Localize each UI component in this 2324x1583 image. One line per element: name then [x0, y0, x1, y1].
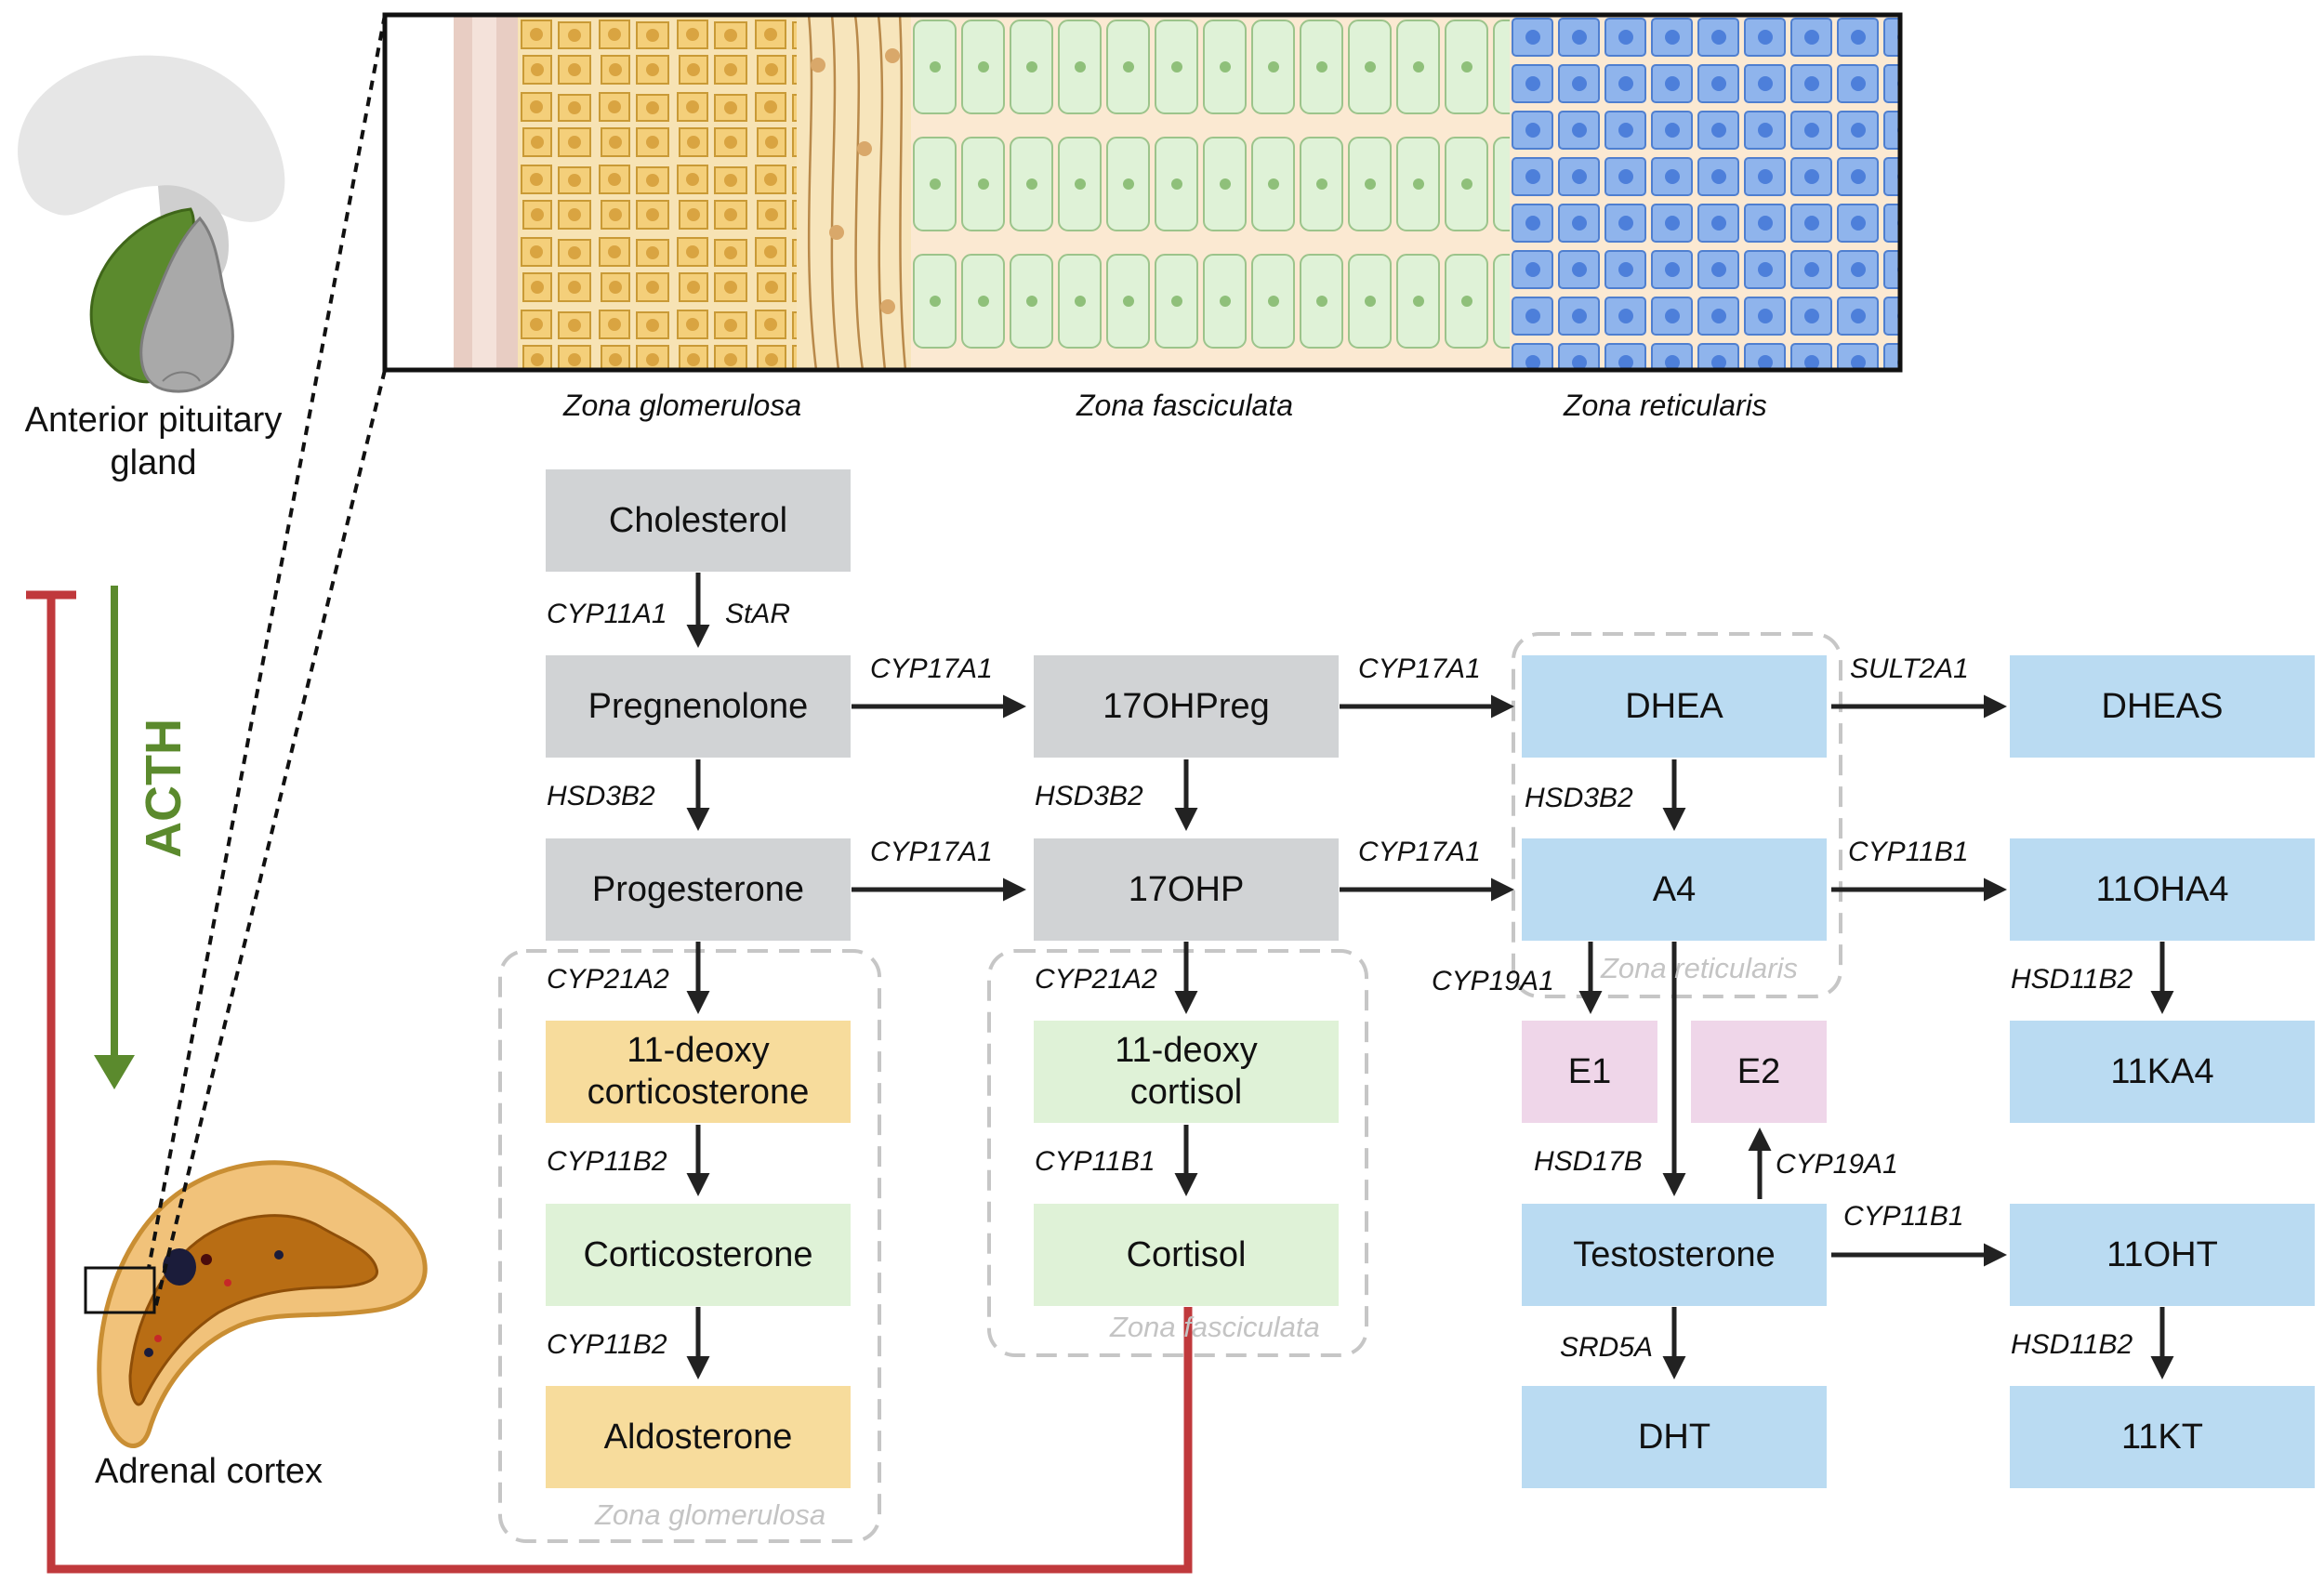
enzyme-hsd3b2-2: HSD3B2	[1035, 781, 1143, 811]
enzyme-cyp11b1-3: CYP11B1	[1843, 1201, 1964, 1232]
node-testosterone: Testosterone	[1522, 1204, 1827, 1306]
enzyme-hsd3b2-1: HSD3B2	[547, 781, 655, 811]
node-dht: DHT	[1522, 1386, 1827, 1488]
node-a4: A4	[1522, 838, 1827, 941]
node-dhea: DHEA	[1522, 655, 1827, 758]
node-dheas: DHEAS	[2010, 655, 2315, 758]
enzyme-hsd3b2-3: HSD3B2	[1525, 783, 1633, 813]
fasciculata-group-outline	[987, 949, 1368, 1357]
histology-strip	[382, 12, 1903, 373]
node-17ohpreg: 17OHPreg	[1034, 655, 1339, 758]
enzyme-cyp19a1-1: CYP19A1	[1432, 966, 1554, 996]
node-corticosterone: Corticosterone	[546, 1204, 851, 1306]
enzyme-cyp11a1: CYP11A1	[547, 599, 667, 629]
node-11-deoxycorticosterone-line2: corticosterone	[587, 1073, 810, 1112]
acth-label: ACTH	[136, 719, 191, 858]
node-pregnenolone: Pregnenolone	[546, 655, 851, 758]
enzyme-hsd17b: HSD17B	[1534, 1146, 1643, 1177]
node-11oha4: 11OHA4	[2010, 838, 2315, 941]
enzyme-cyp17a1-4: CYP17A1	[1358, 837, 1481, 867]
zone-fasciculata-caption: Zona fasciculata	[1076, 389, 1294, 422]
adrenal-cortex-illustration	[84, 1160, 428, 1448]
node-17ohp: 17OHP	[1034, 838, 1339, 941]
enzyme-cyp11b2-1: CYP11B2	[547, 1146, 667, 1177]
acth-arrow	[94, 586, 135, 1089]
reticularis-group-outline	[1512, 632, 1842, 998]
enzyme-sult2a1: SULT2A1	[1850, 653, 1969, 684]
node-cortisol: Cortisol	[1034, 1204, 1339, 1306]
node-11ka4: 11KA4	[2010, 1021, 2315, 1123]
node-progesterone: Progesterone	[546, 838, 851, 941]
pathway-arrows	[686, 573, 2174, 1379]
enzyme-cyp21a2-2: CYP21A2	[1035, 964, 1157, 995]
pituitary-label: Anterior pituitary gland	[24, 401, 283, 482]
node-cholesterol: Cholesterol	[546, 469, 851, 572]
node-11-deoxycorticosterone-line1: 11-deoxy	[627, 1031, 770, 1071]
enzyme-hsd11b2-1: HSD11B2	[2011, 964, 2133, 995]
enzyme-star: StAR	[725, 599, 791, 629]
node-11kt: 11KT	[2010, 1386, 2315, 1488]
fasciculata-group-caption: Zona fasciculata	[1110, 1311, 1320, 1343]
enzyme-cyp11b1-2: CYP11B1	[1035, 1146, 1155, 1177]
zone-glomerulosa-caption: Zona glomerulosa	[563, 389, 802, 422]
glomerulosa-group-outline	[498, 949, 881, 1543]
node-e1: E1	[1522, 1021, 1657, 1123]
zoom-line-top	[147, 14, 387, 1269]
enzyme-srd5a: SRD5A	[1560, 1332, 1654, 1363]
reticularis-cells	[1510, 15, 1900, 370]
cortisol-negative-feedback	[26, 590, 1193, 1574]
enzyme-cyp17a1-1: CYP17A1	[870, 653, 993, 684]
glomerulosa-group-caption: Zona glomerulosa	[595, 1498, 826, 1531]
enzyme-cyp17a1-3: CYP17A1	[870, 837, 993, 867]
zoom-line-bottom	[152, 369, 387, 1313]
enzyme-cyp21a2-1: CYP21A2	[547, 964, 669, 995]
enzyme-cyp17a1-2: CYP17A1	[1358, 653, 1481, 684]
enzyme-hsd11b2-2: HSD11B2	[2011, 1329, 2133, 1360]
enzyme-cyp11b2-2: CYP11B2	[547, 1329, 667, 1360]
node-11oht: 11OHT	[2010, 1204, 2315, 1306]
enzyme-cyp19a1-2: CYP19A1	[1776, 1149, 1898, 1180]
reticularis-group-caption: Zona reticularis	[1601, 952, 1798, 984]
adrenal-label: Adrenal cortex	[95, 1452, 324, 1491]
pituitary-gland-illustration	[18, 55, 285, 393]
node-11-deoxycortisol-line1: 11-deoxy	[1115, 1031, 1258, 1071]
node-aldosterone: Aldosterone	[546, 1386, 851, 1488]
node-e2: E2	[1691, 1021, 1827, 1123]
fasciculata-cells	[911, 15, 1510, 370]
node-11-deoxycortisol-line2: cortisol	[1129, 1073, 1243, 1112]
zone-reticularis-caption: Zona reticularis	[1564, 389, 1767, 422]
enzyme-cyp11b1-1: CYP11B1	[1848, 837, 1969, 867]
glomerulosa-cells	[518, 15, 797, 370]
